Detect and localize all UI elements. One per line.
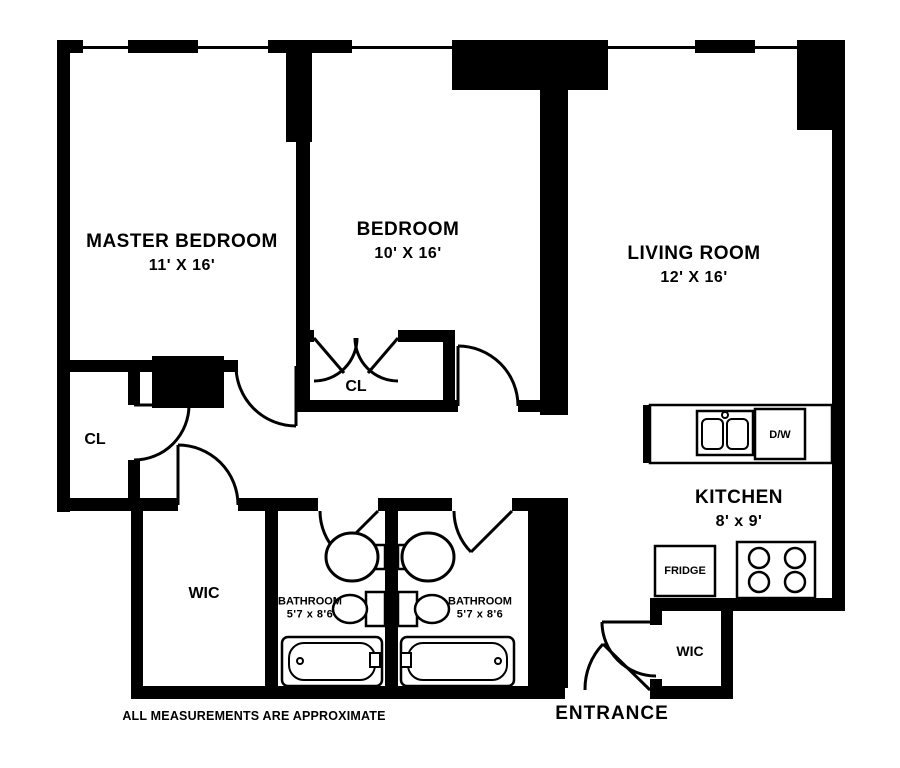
room-label-bedroom: BEDROOM 10' X 16' <box>357 219 460 263</box>
room-label-kitchen: KITCHEN 8' x 9' <box>695 487 783 531</box>
room-name: KITCHEN <box>695 487 783 508</box>
room-label-wic-right: WIC <box>676 643 704 659</box>
door-wic-left-icon <box>176 443 240 506</box>
room-label-closet-hall: CL <box>84 431 106 448</box>
kitchen-sink-icon <box>695 409 755 457</box>
window-icon <box>608 46 695 49</box>
room-label-living-room: LIVING ROOM 12' X 16' <box>627 243 760 287</box>
dishwasher-box <box>753 407 807 461</box>
bathtub-right-icon <box>399 635 516 688</box>
door-bathroom-right-icon <box>452 509 514 554</box>
room-label-closet-bedroom: CL <box>345 378 367 395</box>
room-label-bathroom-right: BATHROOM 5'7 x 8'6 <box>448 596 512 621</box>
bathtub-left-icon <box>280 635 384 688</box>
toilet-right-icon <box>396 590 451 628</box>
room-name: BATHROOM <box>278 595 342 608</box>
fridge-box <box>653 544 717 598</box>
room-dims: 10' X 16' <box>374 245 442 262</box>
room-label-bathroom-left: BATHROOM 5'7 x 8'6 <box>278 596 342 621</box>
sink-left-icon <box>324 531 387 583</box>
door-entrance-icon <box>583 642 652 692</box>
entrance-label: ENTRANCE <box>555 703 669 724</box>
door-master-bedroom-icon <box>234 365 298 428</box>
disclaimer-text: ALL MEASUREMENTS ARE APPROXIMATE <box>122 709 386 723</box>
room-dims: 5'7 x 8'6 <box>286 608 334 621</box>
window-icon <box>198 46 268 49</box>
bathroom-fixtures <box>280 531 516 688</box>
door-bedroom-icon <box>456 344 520 407</box>
room-label-master-bedroom: MASTER BEDROOM 11' X 16' <box>86 231 278 275</box>
window-icon <box>755 46 797 49</box>
room-name: LIVING ROOM <box>627 243 761 264</box>
room-label-wic-left: WIC <box>188 585 220 602</box>
room-name: BATHROOM <box>448 595 512 608</box>
doors <box>133 337 657 692</box>
windows <box>83 46 797 49</box>
room-dims: 11' X 16' <box>148 257 216 274</box>
toilet-left-icon <box>331 590 387 628</box>
room-name: MASTER BEDROOM <box>86 231 278 252</box>
walls <box>57 40 845 699</box>
room-dims: 12' X 16' <box>660 269 728 286</box>
room-dims: 5'7 x 8'6 <box>456 608 504 621</box>
fridge-label: FRIDGE <box>664 565 706 577</box>
kitchen-fixtures <box>648 403 834 600</box>
room-dims: 8' x 9' <box>715 513 763 530</box>
window-icon <box>83 46 128 49</box>
room-name: BEDROOM <box>356 219 460 240</box>
stove-icon <box>735 540 817 600</box>
door-hall-closet-icon <box>133 403 191 462</box>
dishwasher-label: D/W <box>769 429 791 441</box>
door-wic-right-icon <box>600 620 657 678</box>
window-icon <box>352 46 452 49</box>
door-bedroom-closet-double-icon <box>312 337 400 383</box>
sink-right-icon <box>396 531 456 583</box>
